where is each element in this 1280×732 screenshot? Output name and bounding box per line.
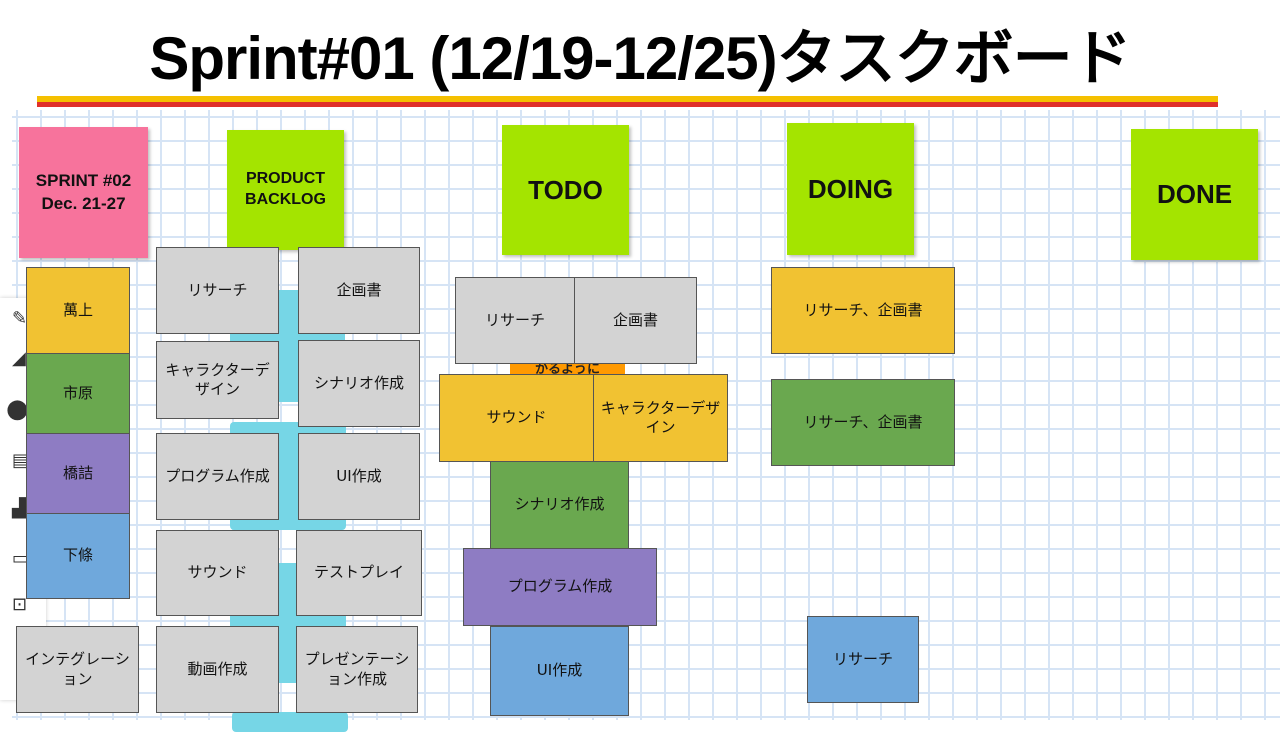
product-backlog-header[interactable]: PRODUCT BACKLOG — [227, 130, 344, 250]
backlog-card[interactable]: UI作成 — [298, 433, 420, 520]
select-cursor-icon[interactable]: ● — [6, 394, 29, 424]
todo-card[interactable]: リサーチ — [455, 277, 575, 364]
todo-card[interactable]: シナリオ作成 — [490, 461, 629, 549]
member-card[interactable]: 下條 — [26, 513, 130, 599]
backlog-card[interactable]: リサーチ — [156, 247, 279, 334]
backlog-card[interactable]: 動画作成 — [156, 626, 279, 713]
todo-card[interactable]: キャラクターデザイン — [593, 374, 728, 462]
backlog-card[interactable]: サウンド — [156, 530, 279, 616]
backlog-card[interactable]: 企画書 — [298, 247, 420, 334]
doing-header[interactable]: DOING — [787, 123, 914, 255]
backlog-card[interactable]: プログラム作成 — [156, 433, 279, 520]
doing-card[interactable]: リサーチ、企画書 — [771, 267, 955, 354]
shape-icon[interactable]: ▭ — [12, 548, 30, 569]
member-card[interactable]: 市原 — [26, 353, 130, 434]
backlog-card[interactable]: プレゼンテーション作成 — [296, 626, 418, 713]
title-underline-yellow — [37, 96, 1218, 102]
todo-card[interactable]: プログラム作成 — [463, 548, 657, 626]
backlog-card[interactable]: インテグレーション — [16, 626, 139, 713]
todo-note-sticky[interactable]: かるように — [510, 360, 625, 376]
background-sticky[interactable] — [232, 712, 348, 732]
doing-card[interactable]: リサーチ — [807, 616, 919, 703]
doing-card[interactable]: リサーチ、企画書 — [771, 379, 955, 466]
title-underline-red — [37, 102, 1218, 107]
todo-card[interactable]: 企画書 — [574, 277, 697, 364]
text-box-icon[interactable]: ⊡ — [12, 594, 28, 615]
member-card[interactable]: 橋詰 — [26, 433, 130, 514]
todo-header[interactable]: TODO — [502, 125, 629, 255]
member-card[interactable]: 萬上 — [26, 267, 130, 354]
todo-card[interactable]: サウンド — [439, 374, 594, 462]
backlog-card[interactable]: シナリオ作成 — [298, 340, 420, 427]
pen-icon[interactable]: ✎ — [12, 308, 28, 329]
backlog-card[interactable]: キャラクターデザイン — [156, 341, 279, 419]
backlog-card[interactable]: テストプレイ — [296, 530, 422, 616]
eraser-icon[interactable]: ◢ — [12, 348, 26, 369]
page-title: Sprint#01 (12/19-12/25)タスクボード — [149, 25, 1131, 92]
todo-card[interactable]: UI作成 — [490, 626, 629, 716]
sprint-sticky[interactable]: SPRINT #02 Dec. 21-27 — [19, 127, 148, 258]
image-icon[interactable]: ▟ — [12, 498, 26, 519]
note-icon[interactable]: ▤ — [12, 450, 30, 471]
done-header[interactable]: DONE — [1131, 129, 1258, 260]
